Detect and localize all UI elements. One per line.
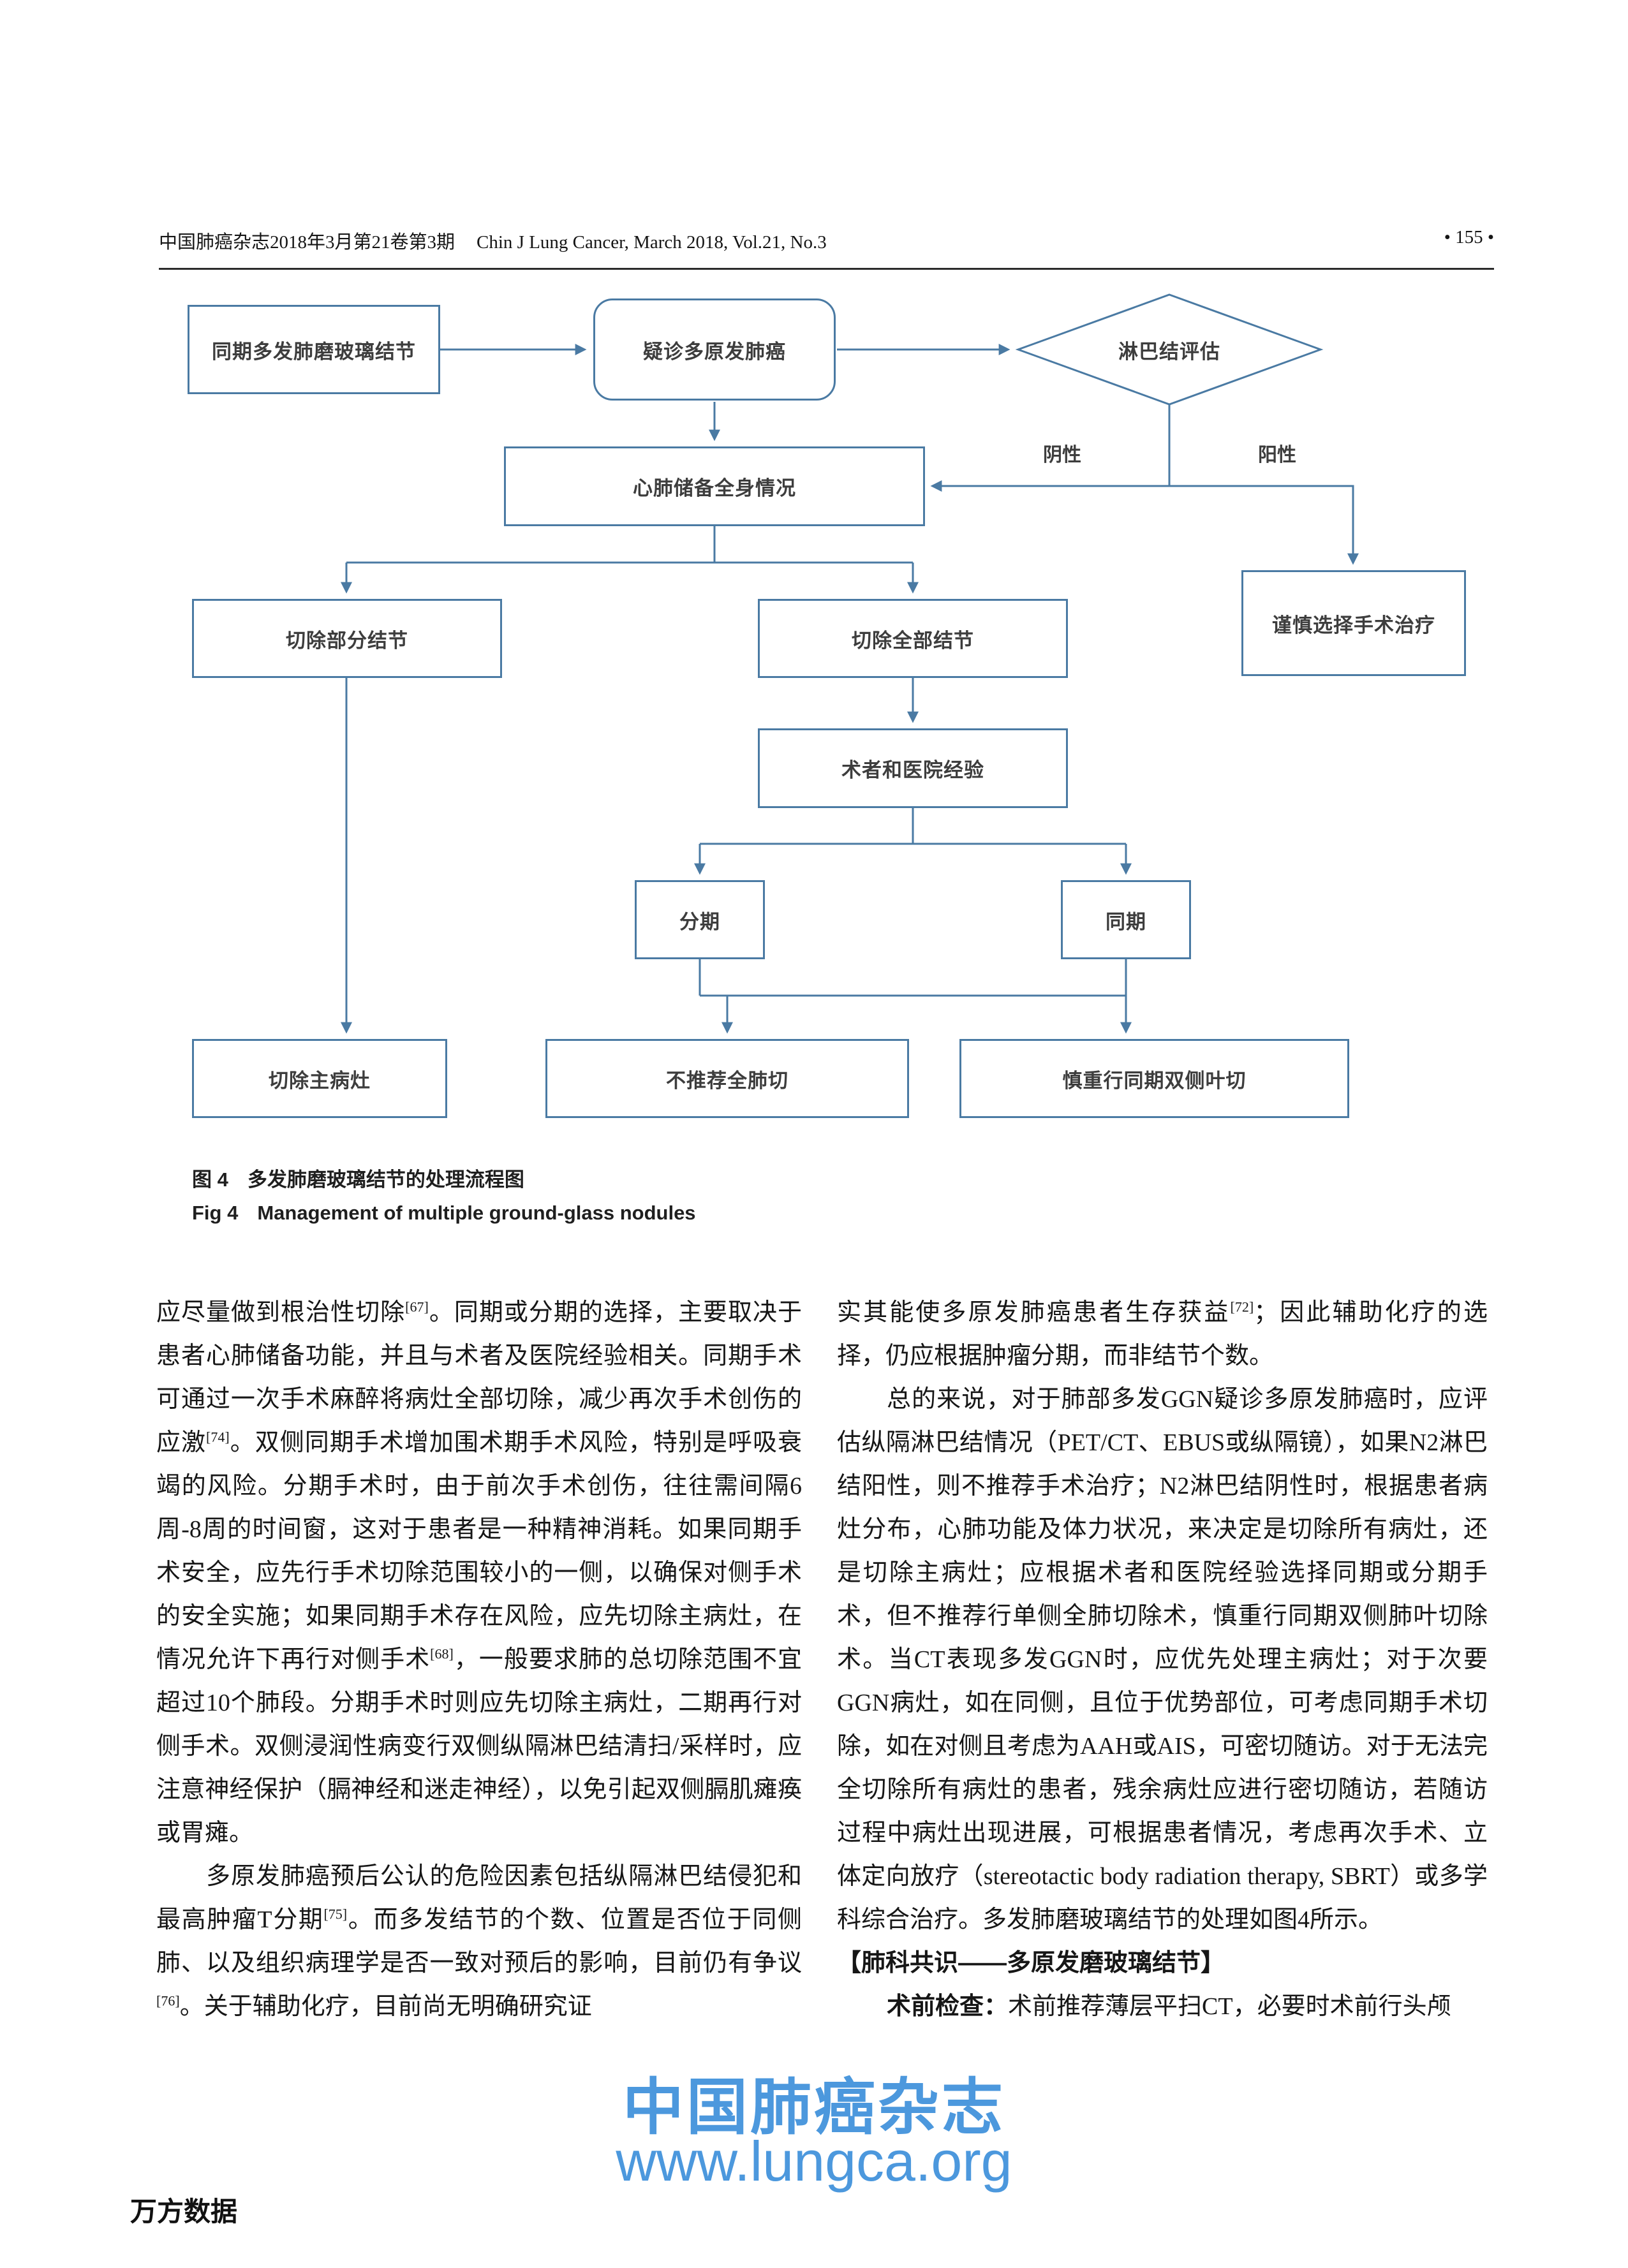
flow-node-no-total-pneumonectomy: 不推荐全肺切	[545, 1039, 909, 1118]
figure-caption-label-en: Fig 4	[192, 1202, 239, 1224]
wanfang-data-mark: 万方数据	[130, 2197, 238, 2227]
article-column-right: 实其能使多原发肺癌患者生存获益[72]；因此辅助化疗的选择，仍应根据肿瘤分期，而…	[837, 1291, 1488, 2028]
watermark-url: www.lungca.org	[616, 2130, 1012, 2193]
page-header: 中国肺癌杂志2018年3月第21卷第3期 Chin J Lung Cancer, …	[159, 227, 827, 254]
journal-title-en: Chin J Lung Cancer, March 2018, Vol.21, …	[477, 232, 827, 253]
paragraph: 【肺科共识——多原发磨玻璃结节】	[837, 1950, 1225, 1977]
edge-label-positive: 阳性	[1258, 445, 1296, 466]
paragraph: 应尽量做到根治性切除[67]。同期或分期的选择，主要取决于患者心肺储备功能，并且…	[156, 1299, 802, 1846]
flowchart-connectors	[341, 293, 1359, 1034]
figure-caption-cn: 图 4 多发肺磨玻璃结节的处理流程图	[192, 1163, 524, 1192]
flow-node-lymph-node-eval: 淋巴结评估	[1118, 340, 1220, 363]
page-number: • 155 •	[1444, 227, 1494, 247]
figure-caption-text-en: Management of multiple ground-glass nodu…	[257, 1202, 696, 1224]
article-column-left: 应尽量做到根治性切除[67]。同期或分期的选择，主要取决于患者心肺储备功能，并且…	[156, 1291, 802, 2028]
flow-node-cautious-surgery-choice: 谨慎选择手术治疗	[1241, 570, 1466, 676]
flow-node-cautious-bilateral-lobectomy: 慎重行同期双侧叶切	[959, 1039, 1349, 1118]
figure-caption-en: Fig 4 Management of multiple ground-glass…	[192, 1202, 696, 1225]
flow-node-resect-partial-nodules: 切除部分结节	[192, 599, 502, 678]
flow-node-staged: 分期	[635, 880, 765, 959]
figure-caption-label-cn: 图 4	[192, 1168, 228, 1191]
flow-node-sync-multiple-ggn: 同期多发肺磨玻璃结节	[188, 305, 440, 394]
header-rule	[159, 268, 1494, 270]
flow-node-surgeon-hospital-experience: 术者和医院经验	[758, 728, 1068, 808]
paragraph: 总的来说，对于肺部多发GGN疑诊多原发肺癌时，应评估纵隔淋巴结情况（PET/CT…	[837, 1386, 1488, 1933]
flow-node-cardiopulmonary-reserve: 心肺储备全身情况	[504, 446, 925, 526]
paragraph: 术前检查：术前推荐薄层平扫CT，必要时术前行头颅	[887, 1993, 1451, 2020]
flow-node-suspected-mplc: 疑诊多原发肺癌	[593, 298, 836, 401]
flow-node-simultaneous: 同期	[1061, 880, 1191, 959]
paragraph: 实其能使多原发肺癌患者生存获益[72]；因此辅助化疗的选择，仍应根据肿瘤分期，而…	[837, 1299, 1488, 1369]
watermark-title: 中国肺癌杂志	[623, 2073, 1005, 2142]
lymph-node-eval-diamond	[1015, 293, 1324, 406]
paragraph: 多原发肺癌预后公认的危险因素包括纵隔淋巴结侵犯和最高肿瘤T分期[75]。而多发结…	[156, 1863, 802, 2020]
figure-caption-text-cn: 多发肺磨玻璃结节的处理流程图	[247, 1168, 524, 1191]
journal-title-cn: 中国肺癌杂志2018年3月第21卷第3期	[159, 232, 455, 253]
flow-node-resect-all-nodules: 切除全部结节	[758, 599, 1068, 678]
edge-label-negative: 阴性	[1043, 445, 1081, 466]
flow-node-resect-main-lesion: 切除主病灶	[192, 1039, 447, 1118]
